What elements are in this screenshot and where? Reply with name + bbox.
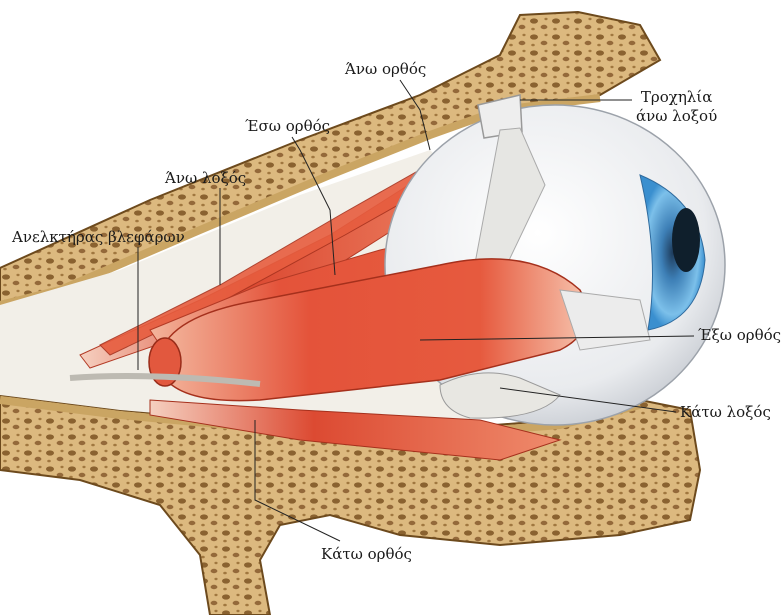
label-lateral-rectus: Έξω ορθός [698,326,781,345]
label-trochlea-line1: Τροχηλία [636,88,717,107]
label-upper-rectus: Άνω ορθός [345,60,426,79]
label-trochlea: Τροχηλία άνω λοξού [636,88,717,126]
label-trochlea-line2: άνω λοξού [636,107,717,126]
label-inferior-oblique: Κάτω λοξός [680,403,771,422]
label-medial-rectus: Έσω ορθός [245,117,330,136]
label-inferior-rectus: Κάτω ορθός [321,545,412,564]
label-superior-oblique: Άνω λοξός [165,169,246,188]
label-levator: Ανελκτήρας βλεφάρων [12,228,185,247]
